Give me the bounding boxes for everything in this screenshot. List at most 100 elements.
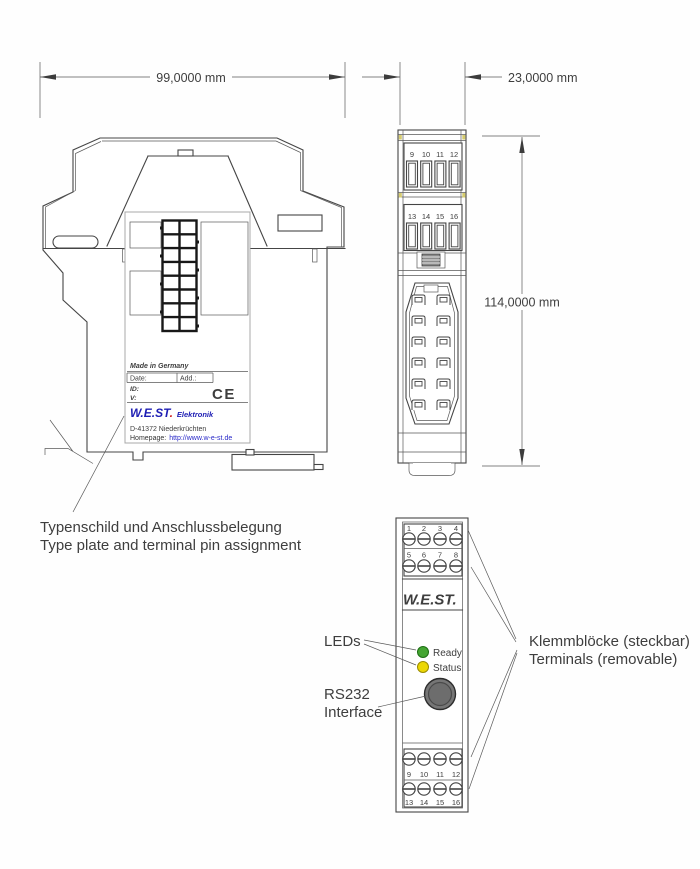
status-led-icon xyxy=(417,661,429,673)
front-logo: W.E.ST. xyxy=(403,592,457,609)
terminal-number: 13 xyxy=(408,212,416,221)
vent-clip-icon xyxy=(411,315,426,327)
screw-icon xyxy=(401,751,417,767)
terminal-slot-icon xyxy=(420,160,433,188)
terminal-number: 14 xyxy=(420,798,428,807)
width-dimension-label: 99,0000 mm xyxy=(156,71,225,85)
latch-grip-ridges xyxy=(422,256,440,264)
vent-clip-icon xyxy=(411,357,426,369)
vent-clip-icon xyxy=(411,294,426,306)
din-clip-notch xyxy=(245,448,255,456)
screw-icon xyxy=(432,751,448,767)
terminals-leader-lines xyxy=(467,529,518,790)
screw-icon xyxy=(448,751,464,767)
din-clip-tab xyxy=(313,463,324,471)
rail-latch xyxy=(416,251,446,269)
add-label: Add.: xyxy=(180,376,196,383)
screw-icon xyxy=(401,781,417,797)
terminal-number: 5 xyxy=(407,551,411,560)
connector-grid-icon xyxy=(160,219,199,333)
extension-lines xyxy=(399,62,466,125)
address-label: D-41372 Niederkrüchten xyxy=(130,426,206,433)
homepage-label: Homepage:http://www.w-e-st.de xyxy=(130,435,232,442)
arrowhead-down-icon xyxy=(519,449,525,465)
terminal-number: 11 xyxy=(436,770,444,779)
rs232-annotation-line2: Interface xyxy=(324,704,382,721)
depth-dimension-label: 23,0000 mm xyxy=(508,71,577,85)
vent-clip-icon xyxy=(436,399,451,411)
terminal-number: 4 xyxy=(454,524,458,533)
vent-clip-icon xyxy=(411,336,426,348)
rear-feet xyxy=(408,462,456,476)
artifact-tick xyxy=(398,135,402,140)
date-add-cells xyxy=(126,372,214,383)
terminal-slot-icon xyxy=(434,160,447,188)
type-plate: Made in Germany Date: Add.: ID: V: CE W.… xyxy=(124,211,251,444)
terminal-number: 7 xyxy=(438,551,442,560)
side-window xyxy=(277,214,323,232)
label-background xyxy=(484,294,560,310)
id-label: ID: xyxy=(130,386,139,393)
type-plate-annotation-en: Type plate and terminal pin assignment xyxy=(40,537,302,554)
din-spring xyxy=(44,419,94,464)
terminal-number: 16 xyxy=(452,798,460,807)
vent-clip-icon xyxy=(411,399,426,411)
terminal-slot-icon xyxy=(405,222,419,250)
vent-clip-icon xyxy=(436,378,451,390)
plate-box-3 xyxy=(200,221,249,316)
terminals-annotation-en: Terminals (removable) xyxy=(529,651,677,668)
ce-mark: CE xyxy=(212,386,236,403)
terminal-number: 10 xyxy=(422,150,430,159)
ready-led-icon xyxy=(417,646,429,658)
leds-annotation: LEDs xyxy=(324,633,361,650)
terminal-number: 3 xyxy=(438,524,442,533)
terminal-slot-icon xyxy=(448,160,461,188)
screw-icon xyxy=(448,531,464,547)
v-label: V: xyxy=(130,395,137,402)
terminal-slot-icon xyxy=(448,222,461,250)
screw-icon xyxy=(448,781,464,797)
terminals-annotation-de: Klemmblöcke (steckbar) xyxy=(529,633,690,650)
arrowhead-left-icon xyxy=(384,74,400,80)
dimension-height-114mm: 114,0000 mm xyxy=(482,135,560,467)
artifact-tick xyxy=(398,193,402,198)
screw-icon xyxy=(401,558,417,574)
west-logo-text: W.E.ST xyxy=(130,406,172,420)
terminal-number: 11 xyxy=(436,150,444,159)
type-plate-annotation-de: Typenschild und Anschlussbelegung xyxy=(40,519,282,536)
west-logo: W.E.ST.Elektronik xyxy=(130,406,214,420)
artifact-tick xyxy=(462,193,466,198)
terminal-number: 1 xyxy=(407,524,411,533)
terminal-number: 12 xyxy=(452,770,460,779)
rear-terminal-block-13-16: 13 14 15 16 xyxy=(403,203,463,252)
leds-leader-lines xyxy=(363,639,417,666)
arrowhead-right-icon xyxy=(465,74,481,80)
rs232-annotation-line1: RS232 xyxy=(324,686,370,703)
homepage-url: http://www.w-e-st.de xyxy=(169,435,232,442)
terminal-number: 13 xyxy=(405,798,413,807)
terminal-number: 10 xyxy=(420,770,428,779)
extension-ticks xyxy=(482,135,540,467)
vent-clip-icon xyxy=(436,336,451,348)
rs232-leader-line xyxy=(377,695,427,708)
status-leds: Ready Status xyxy=(417,646,462,674)
type-plate-leader xyxy=(72,415,125,513)
plate-box-2 xyxy=(129,270,162,316)
artifact-tick xyxy=(462,135,466,140)
screw-icon xyxy=(416,531,432,547)
vent-clip-icon xyxy=(436,294,451,306)
homepage-prefix: Homepage: xyxy=(130,435,166,442)
mount-slot xyxy=(52,235,99,249)
ready-led-label: Ready xyxy=(433,648,462,659)
right-pin xyxy=(312,248,318,263)
terminal-number: 16 xyxy=(450,212,458,221)
terminal-number: 9 xyxy=(410,150,414,159)
terminal-number: 12 xyxy=(450,150,458,159)
terminal-number: 14 xyxy=(422,212,430,221)
vent-tab xyxy=(423,284,439,293)
dimension-depth-23mm: 23,0000 mm xyxy=(362,62,577,125)
vent-area xyxy=(405,282,459,425)
front-view: 1 2 3 4 5 6 7 8 W.E.ST. Ready Status xyxy=(395,517,469,813)
